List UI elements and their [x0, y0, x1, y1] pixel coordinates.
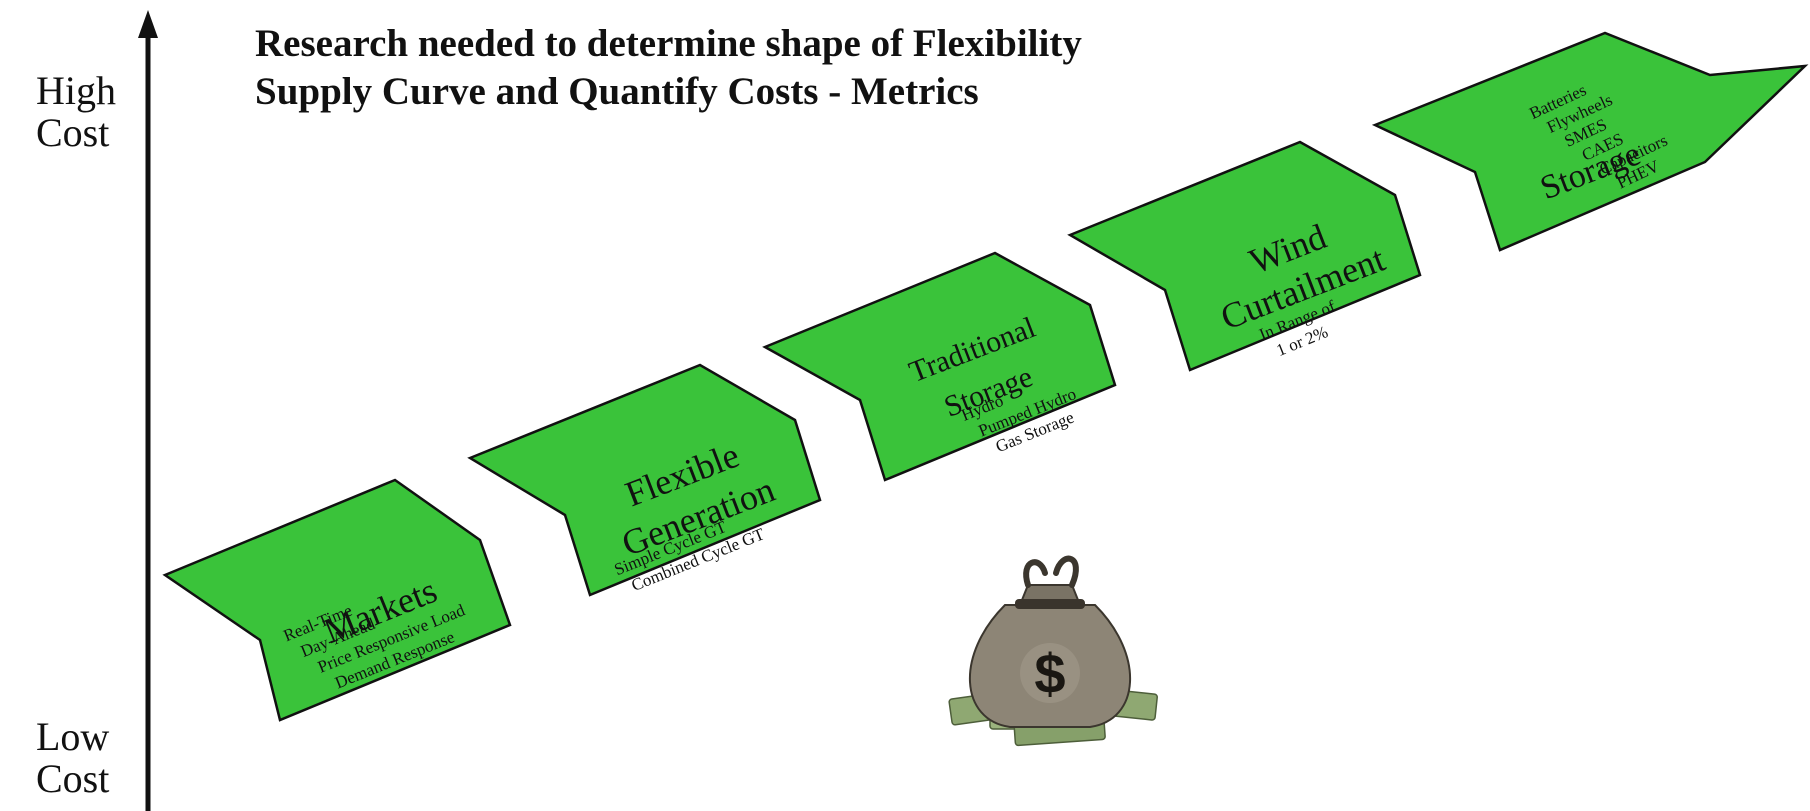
chevron-shape — [162, 478, 512, 722]
chevron-shape — [467, 363, 822, 597]
high-cost-label: High Cost — [36, 70, 116, 154]
low-cost-label: Low Cost — [36, 716, 109, 800]
chevron-step-5: StorageBatteriesFlywheelsSMESCAESCapacit… — [1371, 31, 1809, 252]
chevron-shape — [1067, 140, 1422, 372]
diagram-title-line1: Research needed to determine shape of Fl… — [255, 22, 1082, 65]
diagram-title-line2: Supply Curve and Quantify Costs - Metric… — [255, 70, 979, 113]
high-label-line2: Cost — [36, 110, 110, 155]
cost-axis-arrowhead — [138, 10, 158, 38]
dollar-sign-icon: $ — [1034, 642, 1065, 705]
low-label-line2: Cost — [36, 756, 110, 801]
chevron-shape — [1371, 31, 1809, 252]
chevron-shape — [762, 251, 1117, 482]
money-bag-icon: $ — [948, 555, 1158, 747]
high-label-line1: High — [36, 68, 116, 113]
low-label-line1: Low — [36, 714, 110, 759]
